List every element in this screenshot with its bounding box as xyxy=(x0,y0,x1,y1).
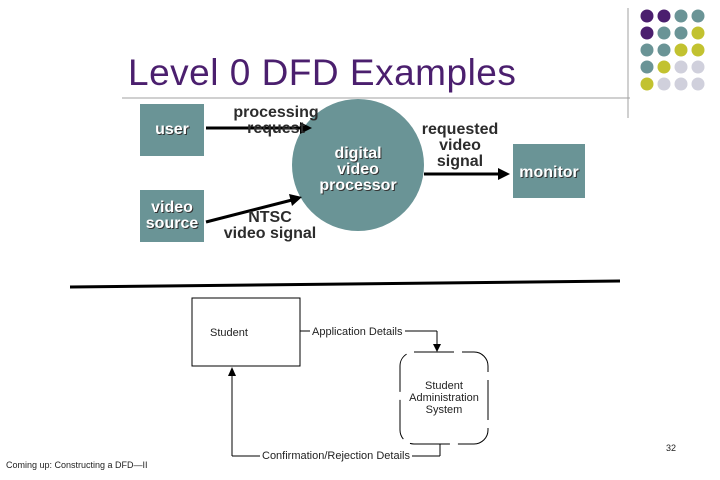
decorative-dot xyxy=(674,26,688,40)
decorative-dot xyxy=(640,77,654,91)
admin-line3: System xyxy=(425,404,463,416)
user-entity-box xyxy=(140,104,204,156)
decorative-dot xyxy=(691,26,705,40)
requested-signal-arrowhead xyxy=(498,168,510,180)
separator-line xyxy=(69,279,621,289)
requested-signal-label: requested video signal xyxy=(414,122,506,170)
page-number: 32 xyxy=(666,443,677,453)
decorative-dot xyxy=(640,43,654,57)
ntsc-arrow xyxy=(205,198,293,224)
student-admin-process-label: Student Administration System xyxy=(400,380,488,416)
student-entity-label: Student xyxy=(210,327,248,339)
monitor-entity-label: monitor xyxy=(513,165,585,181)
decorative-dot xyxy=(657,60,671,74)
admin-line1: Student xyxy=(425,380,463,392)
requested-line1: requested xyxy=(421,121,499,138)
ntsc-label: NTSC video signal xyxy=(218,210,322,242)
processor-line2: video xyxy=(337,161,379,178)
decorative-dot xyxy=(640,26,654,40)
monitor-entity-box xyxy=(513,144,585,198)
decorative-dot xyxy=(674,60,688,74)
admin-line2: Administration xyxy=(409,392,479,404)
student-admin-process-box xyxy=(399,351,489,445)
decorative-dot xyxy=(657,26,671,40)
decorative-dot xyxy=(674,9,688,23)
decorative-dot xyxy=(691,43,705,57)
processing-request-arrowhead xyxy=(300,122,312,134)
user-entity-label: user xyxy=(140,122,204,138)
decorative-dot xyxy=(640,9,654,23)
video-source-line1: video xyxy=(151,199,193,216)
ntsc-line1: NTSC xyxy=(248,209,292,226)
monitor-label-text: monitor xyxy=(519,164,579,181)
processor-line3: processor xyxy=(319,177,397,194)
user-label-text: user xyxy=(155,121,189,138)
decorative-dot xyxy=(657,77,671,91)
processor-label: digital video processor xyxy=(300,146,416,194)
decorative-dot xyxy=(674,43,688,57)
confirmation-arrowhead xyxy=(228,367,236,376)
decorative-dot xyxy=(657,9,671,23)
requested-line2: video xyxy=(439,137,481,154)
decorative-dot xyxy=(674,77,688,91)
decorative-dot xyxy=(691,77,705,91)
decorative-dot xyxy=(691,9,705,23)
video-source-line2: source xyxy=(145,215,199,232)
decorative-dot xyxy=(657,43,671,57)
ntsc-line2: video signal xyxy=(223,225,317,242)
requested-line3: signal xyxy=(436,153,484,170)
student-entity-box xyxy=(191,297,301,367)
processing-request-label: processing request xyxy=(226,105,326,137)
digital-video-processor-circle xyxy=(292,99,424,231)
footer-text: Coming up: Constructing a DFD—II xyxy=(6,460,148,470)
processor-line1: digital xyxy=(334,145,382,162)
ntsc-arrowhead xyxy=(289,194,302,206)
confirmation-details-label: Confirmation/Rejection Details xyxy=(260,450,412,462)
video-source-entity-box xyxy=(140,190,204,242)
decorative-dot xyxy=(691,60,705,74)
slide-title: Level 0 DFD Examples xyxy=(128,52,517,93)
application-details-arrowhead xyxy=(433,344,441,352)
decorative-dot xyxy=(640,60,654,74)
processing-line1: processing xyxy=(233,104,319,121)
video-source-entity-label: video source xyxy=(140,200,204,232)
application-details-label: Application Details xyxy=(310,326,405,338)
processing-line2: request xyxy=(247,120,305,137)
